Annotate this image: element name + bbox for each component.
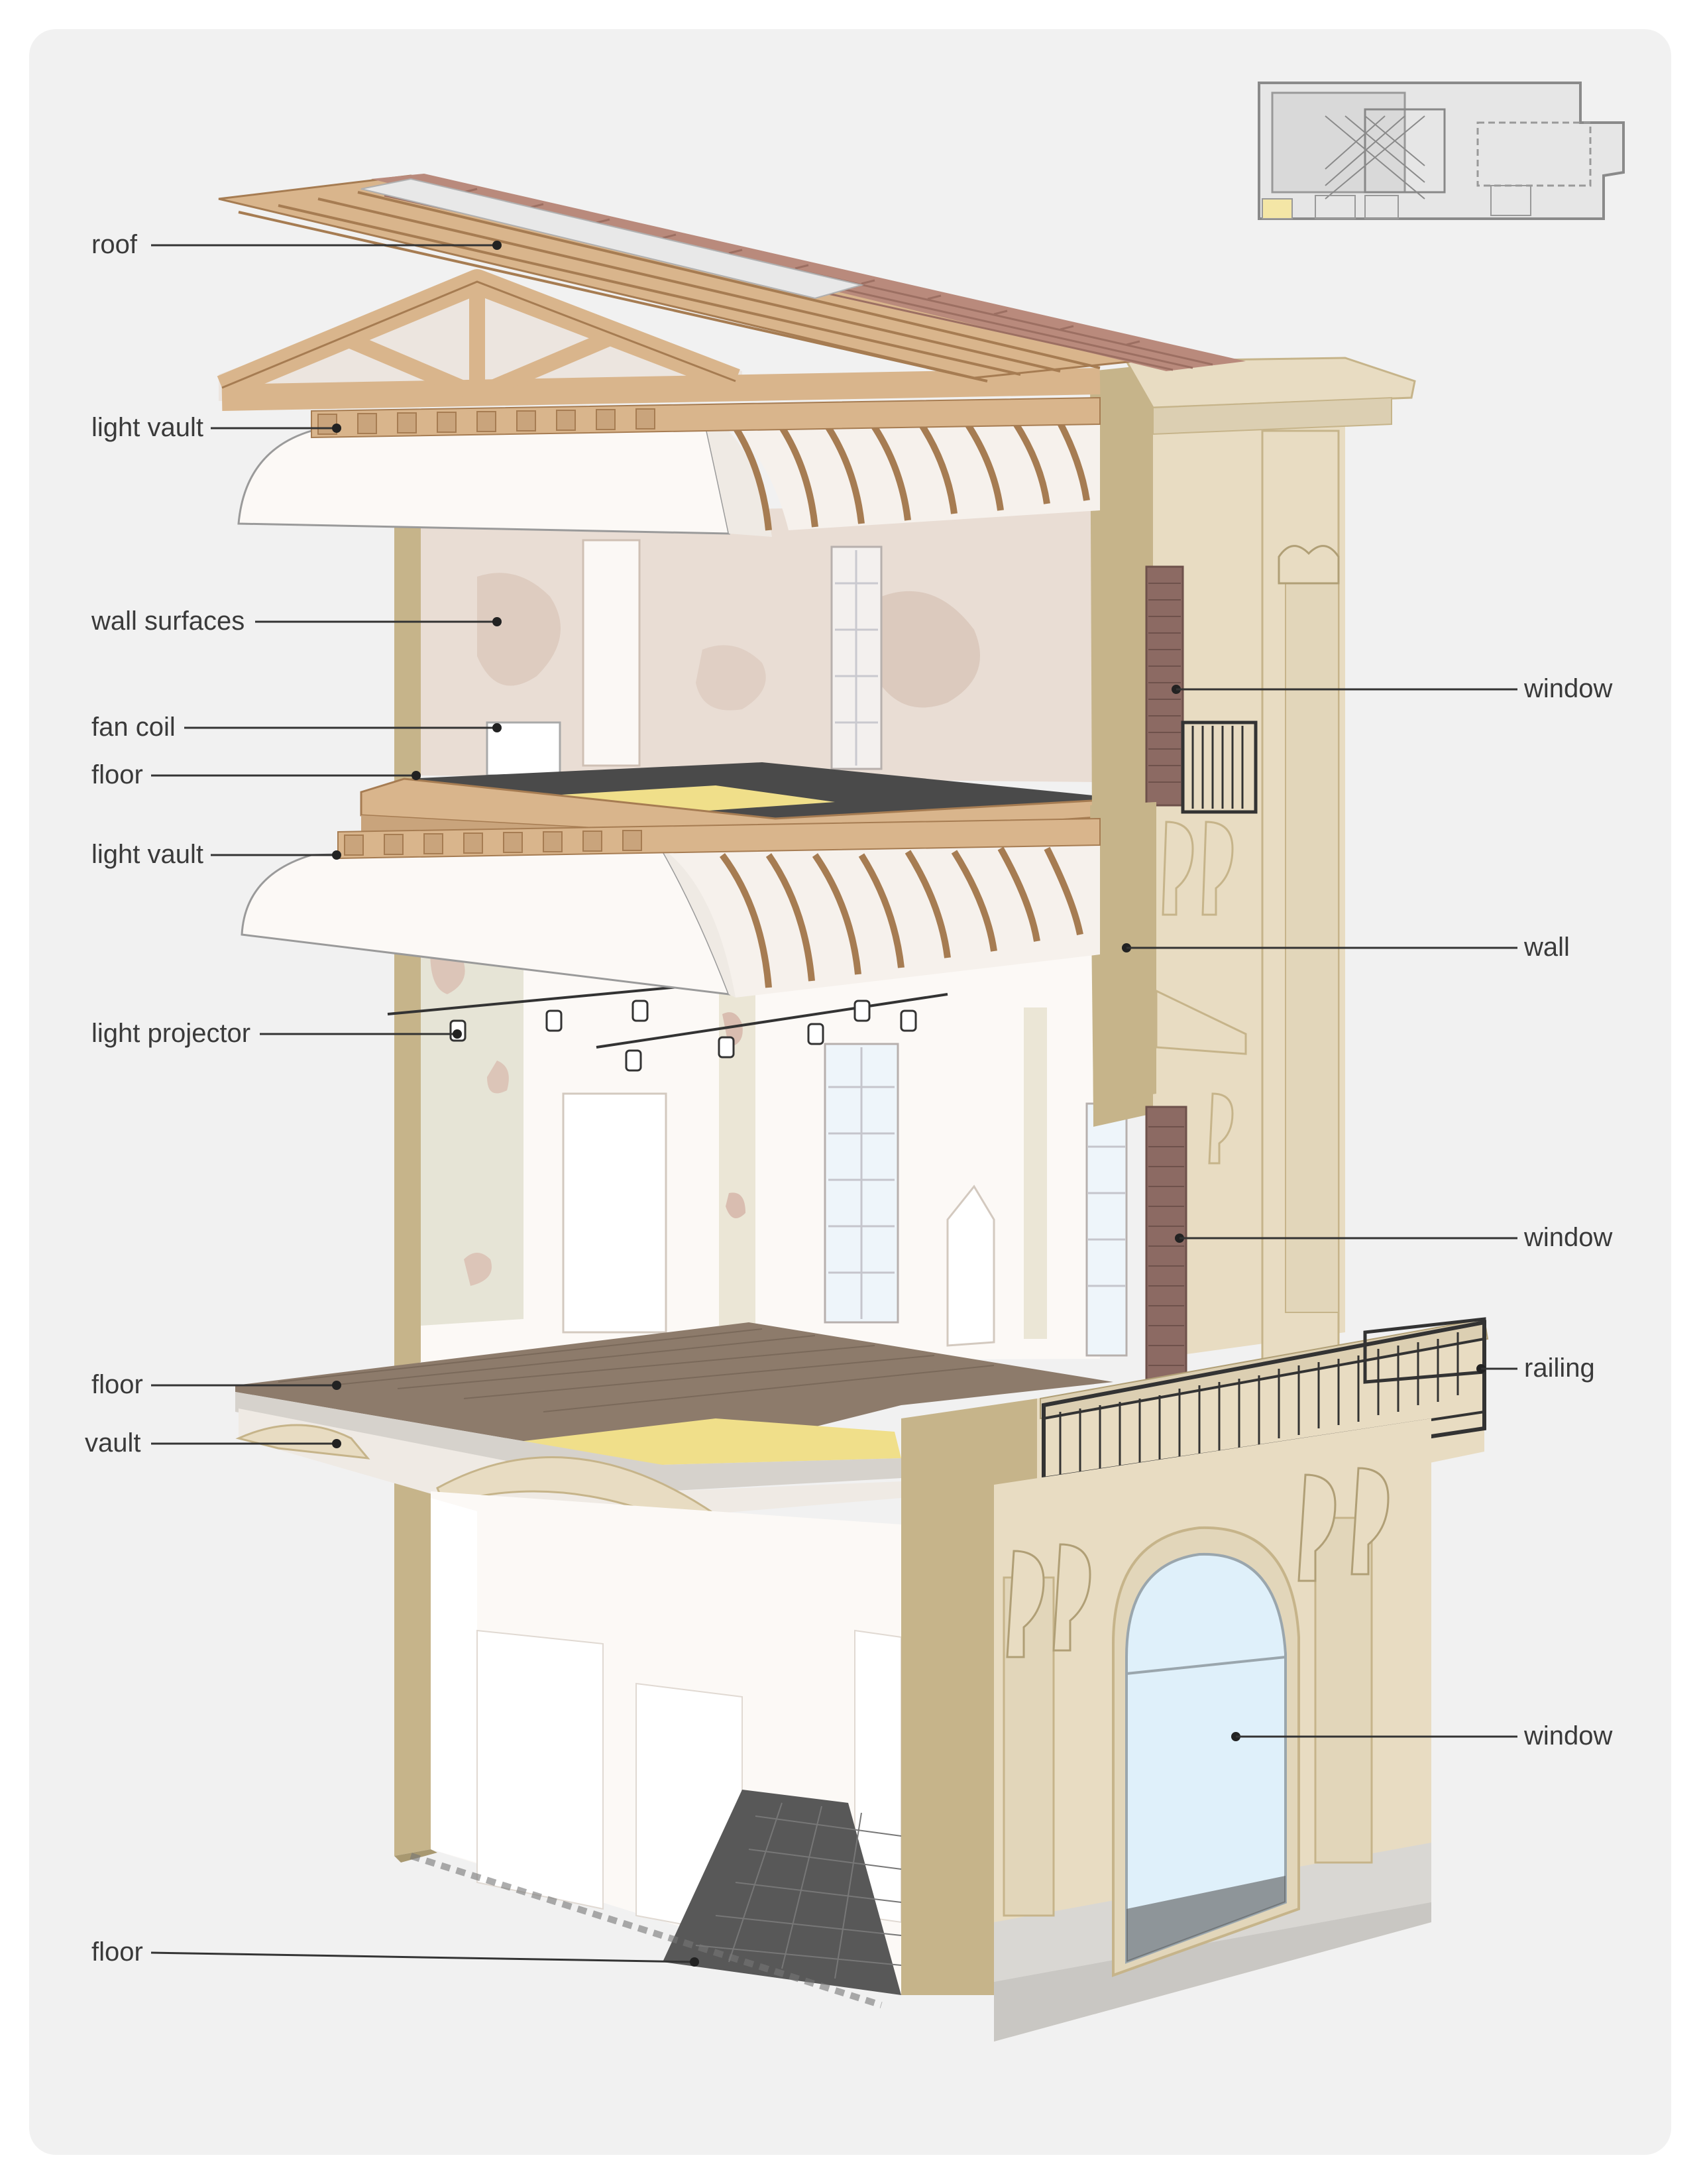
callout-railing: railing [1476, 1353, 1595, 1383]
label-light-vault-upper: light vault [91, 413, 203, 442]
callout-wall: wall [1122, 933, 1570, 962]
callout-light-projector: light projector [91, 1019, 462, 1048]
middle-doorway [562, 1092, 667, 1334]
window-pediment [1155, 989, 1247, 1055]
callout-window-upper: window [1172, 674, 1613, 703]
upper-room [421, 504, 1134, 782]
callout-floor-upper: floor [91, 760, 421, 789]
callout-window-ground: window [1231, 1721, 1613, 1751]
ground-floor-paving [663, 1790, 901, 1995]
callout-vault: vault [85, 1428, 341, 1458]
callout-wall-surfaces: wall surfaces [91, 606, 502, 636]
callout-light-vault-lower: light vault [91, 840, 341, 869]
ground-room [410, 1491, 902, 2008]
label-wall-surfaces: wall surfaces [91, 606, 245, 636]
cornice [1125, 357, 1416, 409]
label-wall: wall [1523, 933, 1570, 962]
ground-corbel-left [1006, 1550, 1045, 1658]
label-fan-coil: fan coil [91, 713, 176, 742]
label-window-ground: window [1523, 1721, 1613, 1751]
callout-light-vault-upper: light vault [91, 413, 341, 442]
label-floor-ground: floor [91, 1937, 143, 1967]
upper-light-vault [237, 404, 1100, 537]
arched-window-glass [1125, 1552, 1287, 1964]
plan-highlight [1262, 198, 1293, 219]
label-vault: vault [85, 1428, 141, 1458]
facade [901, 357, 1489, 2041]
key-plan [1258, 82, 1625, 220]
callouts: roof light vault wall surfaces fan coil … [85, 230, 1613, 1967]
label-window-upper: window [1523, 674, 1613, 703]
vault-arch-left [235, 1424, 370, 1460]
fireplace [946, 1184, 995, 1347]
label-window-middle: window [1523, 1223, 1613, 1252]
roof-structure [217, 174, 1246, 411]
middle-room [387, 855, 1128, 1362]
callout-floor-middle: floor [91, 1370, 341, 1399]
label-floor-upper: floor [91, 760, 143, 789]
timber-joists [311, 396, 1101, 860]
label-light-vault-lower: light vault [91, 840, 203, 869]
callout-floor-ground: floor [91, 1937, 699, 1967]
label-light-projector: light projector [91, 1019, 250, 1048]
upper-doorway [582, 539, 641, 767]
callout-fan-coil: fan coil [91, 713, 502, 742]
capital [1278, 545, 1340, 585]
callout-window-middle: window [1175, 1223, 1613, 1252]
label-railing: railing [1524, 1353, 1595, 1383]
upper-balcony-railing [1181, 720, 1258, 814]
label-roof: roof [91, 230, 138, 259]
label-floor-middle: floor [91, 1370, 143, 1399]
callout-roof: roof [91, 230, 502, 259]
middle-floor-slab [235, 1322, 1113, 1558]
light-projector-fixtures [449, 1000, 917, 1072]
